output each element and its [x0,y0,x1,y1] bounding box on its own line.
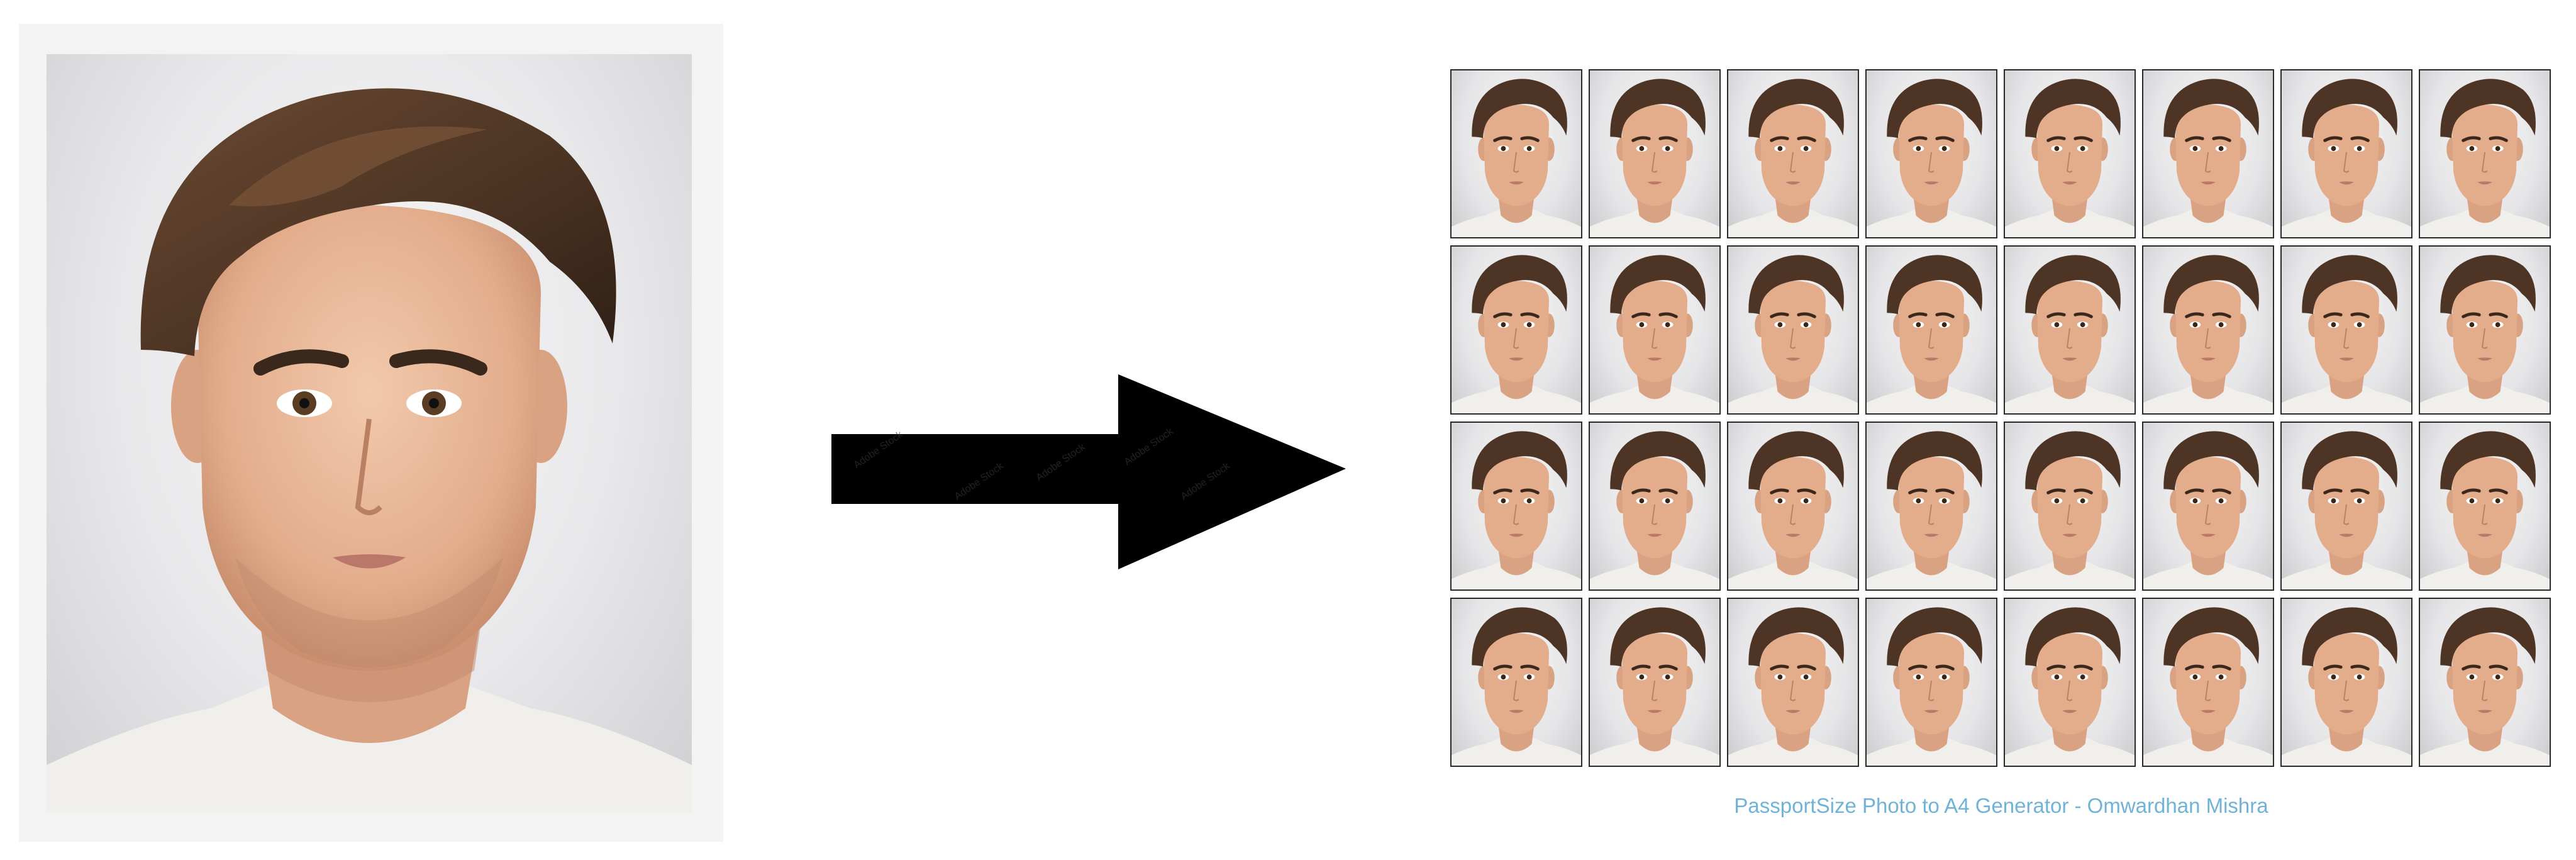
passport-photo-tile [2004,245,2136,415]
portrait-illustration [47,88,692,812]
right-arrow-icon: Adobe Stock Adobe Stock Adobe Stock Adob… [831,374,1346,569]
passport-photo-tile [2419,422,2551,591]
passport-photo-tile [1450,69,1582,238]
passport-photo-tile [1450,598,1582,767]
source-portrait-photo [47,54,692,812]
passport-photo-tile [1589,69,1721,238]
passport-photo-tile [1727,598,1859,767]
passport-photo-tile [1450,245,1582,415]
passport-photo-tile [2004,422,2136,591]
passport-photo-tile [1450,422,1582,591]
passport-photo-tile [2419,598,2551,767]
passport-photo-tile [1865,245,1997,415]
passport-photo-tile [2280,69,2412,238]
passport-photo-tile [2142,245,2274,415]
passport-photo-tile [1865,69,1997,238]
passport-photo-tile [2004,598,2136,767]
generator-caption: PassportSize Photo to A4 Generator - Omw… [1734,794,2268,817]
passport-photo-tile [1589,598,1721,767]
passport-photo-tile [2419,69,2551,238]
passport-photo-tile [2142,422,2274,591]
passport-photo-tile [1865,598,1997,767]
passport-photo-tile [2280,598,2412,767]
passport-photo-tile [1727,422,1859,591]
passport-photo-tile [2142,69,2274,238]
passport-photo-tile [2280,245,2412,415]
passport-photo-tile [1727,245,1859,415]
passport-photo-tile [2419,245,2551,415]
passport-photo-tile [1589,422,1721,591]
passport-photo-tile [2004,69,2136,238]
arrow-right-icon: Adobe Stock Adobe Stock Adobe Stock Adob… [831,374,1346,569]
passport-photo-tile [1589,245,1721,415]
a4-photo-sheet [1450,69,2552,768]
passport-photo-tile [2280,422,2412,591]
passport-photo-tile [2142,598,2274,767]
source-photo-frame [19,24,723,842]
passport-photo-tile [1865,422,1997,591]
passport-photo-tile [1727,69,1859,238]
